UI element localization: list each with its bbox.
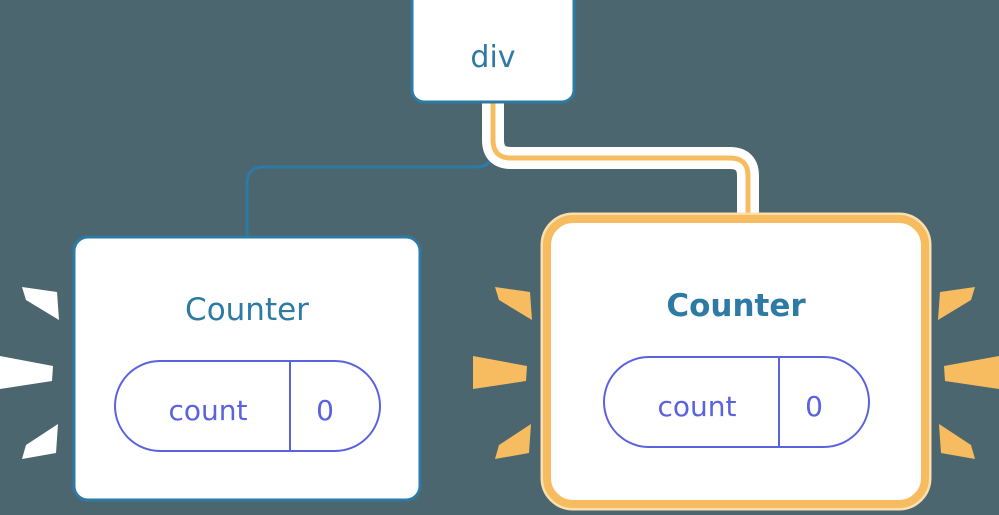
counter-right-node[interactable]: Counter count 0 xyxy=(540,212,932,511)
counter-right-state-pill[interactable]: count 0 xyxy=(603,356,870,448)
sparkle-group-middle xyxy=(473,287,532,459)
sparkle-group-left xyxy=(0,287,59,459)
sparkle-ray-icon xyxy=(495,287,532,320)
counter-left-state-key: count xyxy=(169,394,248,427)
pill-outline xyxy=(114,360,381,452)
sparkle-ray-icon xyxy=(495,424,531,459)
edge-div-to-counter-right xyxy=(490,100,751,238)
counter-right-title: Counter xyxy=(666,288,806,324)
counter-left-title: Counter xyxy=(185,292,309,328)
sparkle-ray-icon xyxy=(0,356,53,389)
sparkle-ray-icon xyxy=(938,287,975,320)
counter-right-state-key: count xyxy=(658,390,737,423)
pill-outline xyxy=(603,356,870,448)
sparkle-ray-icon xyxy=(22,424,58,459)
counter-left-state-value: 0 xyxy=(316,394,334,427)
sparkle-ray-icon xyxy=(944,356,999,389)
counter-right-state-value: 0 xyxy=(805,390,823,423)
counter-left-node[interactable]: Counter count 0 xyxy=(72,235,422,502)
sparkle-ray-icon xyxy=(22,287,59,320)
sparkle-group-right xyxy=(938,287,999,459)
div-node-box xyxy=(410,0,576,104)
sparkle-ray-icon xyxy=(939,424,975,459)
sparkle-ray-icon xyxy=(473,356,527,389)
div-node-label: div xyxy=(470,40,515,75)
counter-left-state-pill[interactable]: count 0 xyxy=(114,360,381,452)
div-node[interactable]: div xyxy=(410,0,576,104)
